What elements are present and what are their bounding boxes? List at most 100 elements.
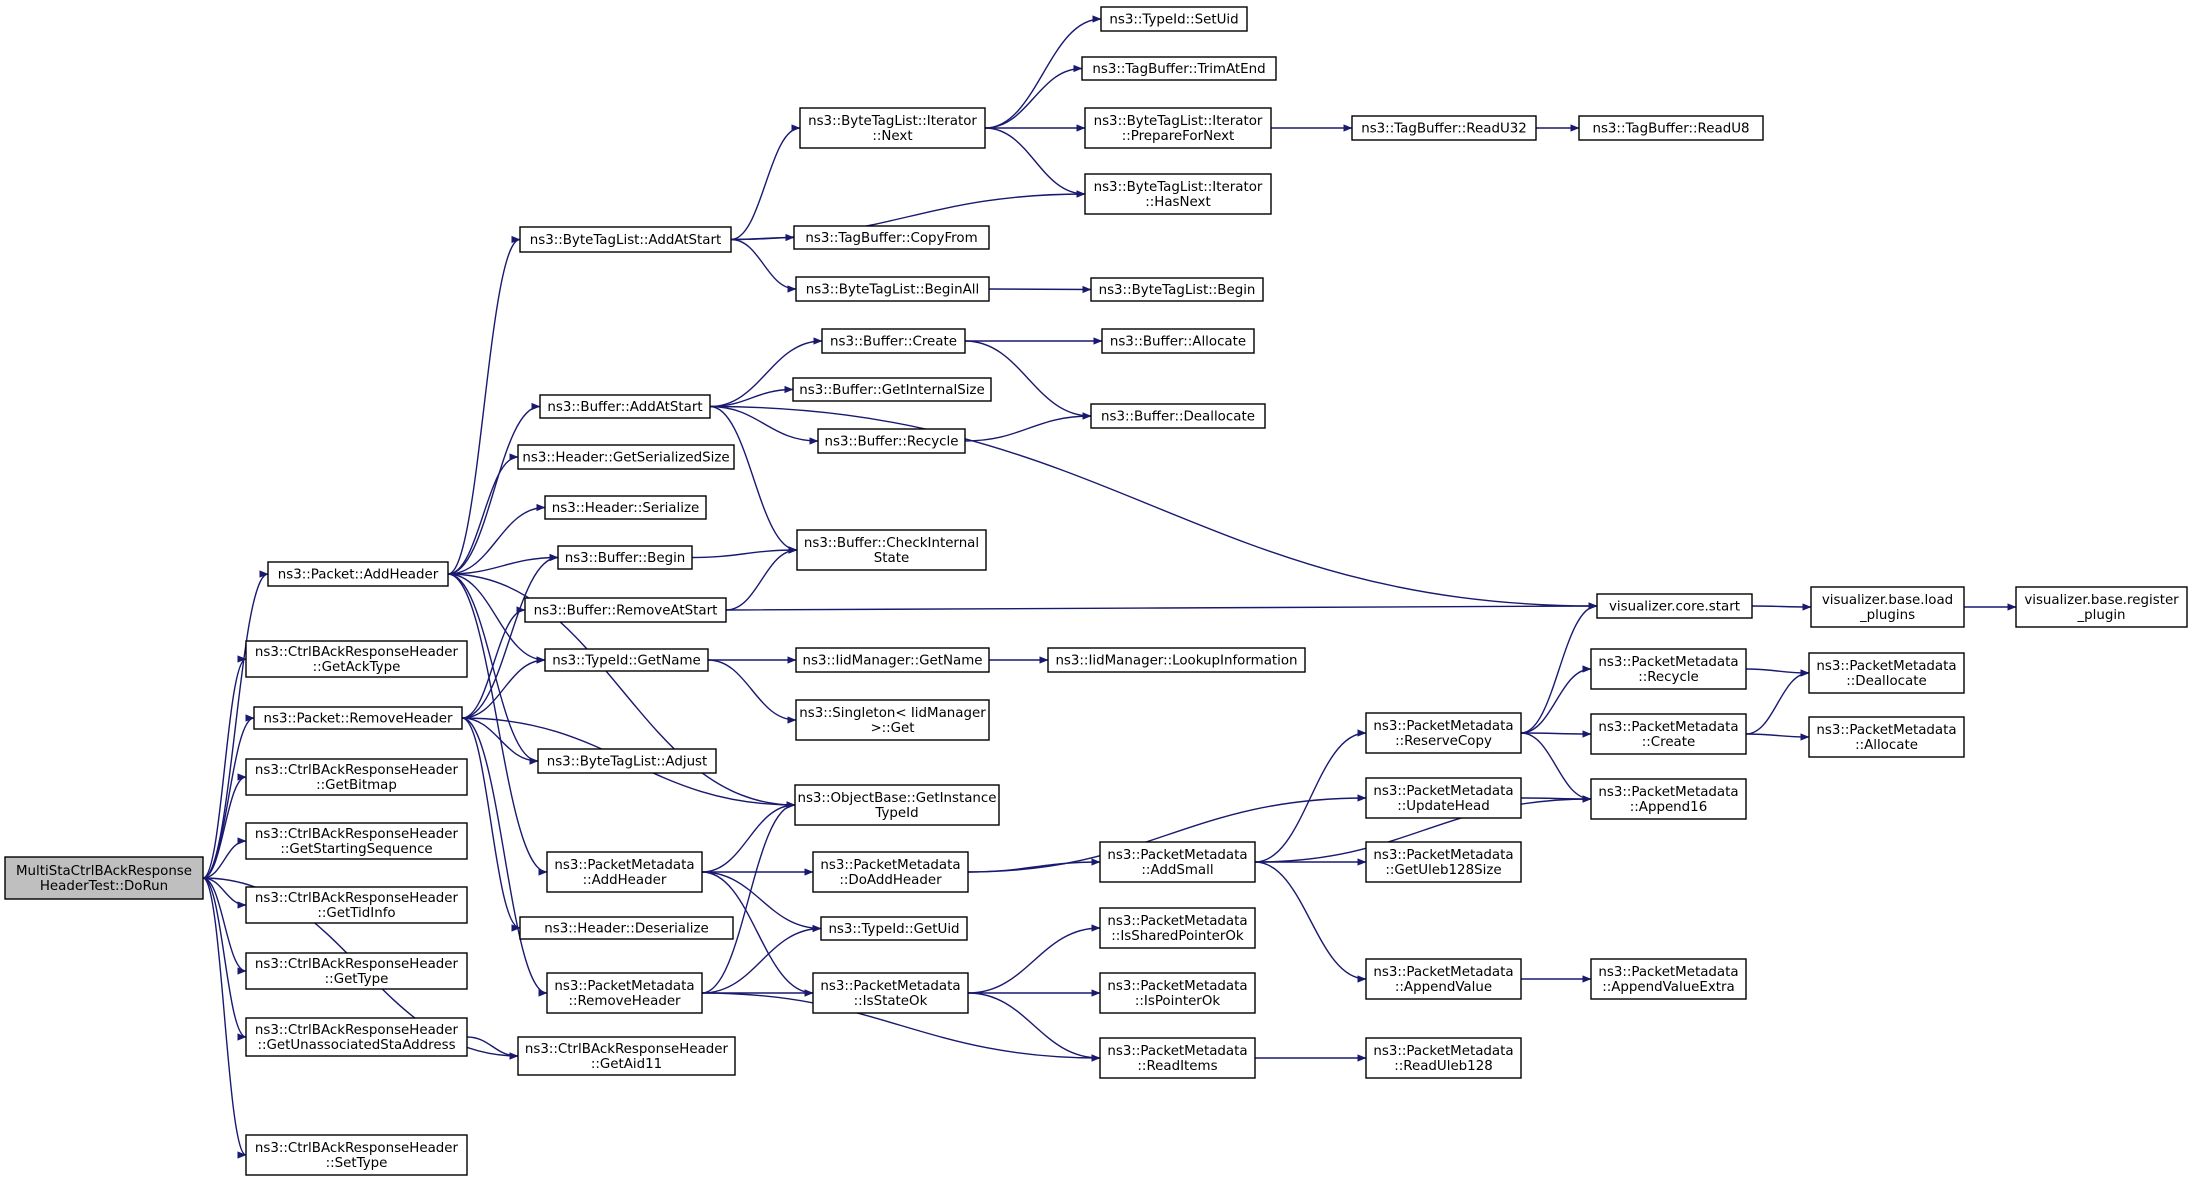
node-box[interactable] (1590, 648, 1747, 690)
node-tb-readu8[interactable]: ns3::TagBuffer::ReadU8 (1578, 115, 1764, 141)
node-box[interactable] (1090, 403, 1266, 429)
node-box[interactable] (245, 758, 468, 796)
node-box[interactable] (1100, 6, 1248, 32)
node-buf-getinternalsize[interactable]: ns3::Buffer::GetInternalSize (792, 377, 992, 402)
node-box[interactable] (1590, 778, 1747, 820)
node-box[interactable] (1590, 958, 1747, 1000)
node-btl-adjust[interactable]: ns3::ByteTagList::Adjust (537, 748, 717, 774)
node-box[interactable] (1099, 972, 1256, 1014)
node-pm-issharedpointerok[interactable]: ns3::PacketMetadata::IsSharedPointerOk (1099, 907, 1256, 949)
node-btli-hasnext[interactable]: ns3::ByteTagList::Iterator::HasNext (1084, 173, 1272, 215)
node-box[interactable] (1596, 593, 1753, 619)
node-pm-addsmall[interactable]: ns3::PacketMetadata::AddSmall (1099, 841, 1256, 883)
node-btli-next[interactable]: ns3::ByteTagList::Iterator::Next (799, 107, 986, 149)
node-hdr-getsersize[interactable]: ns3::Header::GetSerializedSize (517, 444, 735, 470)
node-buf-create[interactable]: ns3::Buffer::Create (821, 328, 966, 354)
node-pm-create[interactable]: ns3::PacketMetadata::Create (1590, 713, 1747, 755)
node-iid-lookupinfo[interactable]: ns3::IidManager::LookupInformation (1047, 647, 1306, 673)
node-singleton-get[interactable]: ns3::Singleton< IidManager>::Get (795, 699, 990, 741)
node-box[interactable] (544, 495, 707, 520)
node-box[interactable] (1578, 115, 1764, 141)
node-box[interactable] (245, 1017, 468, 1057)
node-box[interactable] (267, 561, 449, 587)
node-box[interactable] (1047, 647, 1306, 673)
node-box[interactable] (1099, 907, 1256, 949)
node-pm-readitems[interactable]: ns3::PacketMetadata::ReadItems (1099, 1037, 1256, 1079)
node-box[interactable] (794, 784, 1000, 826)
node-pm-updatehead[interactable]: ns3::PacketMetadata::UpdateHead (1365, 777, 1522, 819)
node-pm-deallocate[interactable]: ns3::PacketMetadata::Deallocate (1808, 652, 1965, 694)
node-pm-append16[interactable]: ns3::PacketMetadata::Append16 (1590, 778, 1747, 820)
node-settype[interactable]: ns3::CtrlBAckResponseHeader::SetType (245, 1134, 468, 1176)
node-box[interactable] (253, 706, 463, 730)
node-buf-recycle[interactable]: ns3::Buffer::Recycle (817, 428, 966, 454)
node-pm-removeheader[interactable]: ns3::PacketMetadata::RemoveHeader (546, 972, 703, 1014)
node-box[interactable] (795, 276, 990, 302)
node-box[interactable] (821, 328, 966, 354)
node-pkt-addheader[interactable]: ns3::Packet::AddHeader (267, 561, 449, 587)
node-box[interactable] (546, 972, 703, 1014)
node-box[interactable] (2015, 586, 2188, 628)
node-box[interactable] (792, 377, 992, 402)
node-box[interactable] (245, 952, 468, 990)
node-btl-begin[interactable]: ns3::ByteTagList::Begin (1090, 277, 1264, 302)
node-box[interactable] (812, 851, 969, 893)
node-box[interactable] (245, 886, 468, 924)
node-box[interactable] (245, 1134, 468, 1176)
node-getacktype[interactable]: ns3::CtrlBAckResponseHeader::GetAckType (245, 640, 468, 678)
node-box[interactable] (519, 916, 734, 940)
node-pm-getuleb128size[interactable]: ns3::PacketMetadata::GetUleb128Size (1365, 841, 1522, 883)
node-box[interactable] (544, 648, 709, 672)
node-box[interactable] (1365, 1037, 1522, 1079)
node-typeid-getname[interactable]: ns3::TypeId::GetName (544, 648, 709, 672)
node-box[interactable] (1590, 713, 1747, 755)
node-box[interactable] (817, 428, 966, 454)
node-buf-begin[interactable]: ns3::Buffer::Begin (557, 545, 693, 570)
node-box[interactable] (1101, 328, 1255, 354)
node-box[interactable] (799, 107, 986, 149)
node-pm-recycle[interactable]: ns3::PacketMetadata::Recycle (1590, 648, 1747, 690)
node-box[interactable] (245, 822, 468, 860)
node-box[interactable] (557, 545, 693, 570)
node-box[interactable] (1351, 115, 1537, 141)
node-box[interactable] (1081, 56, 1277, 81)
node-buf-removeatstart[interactable]: ns3::Buffer::RemoveAtStart (524, 597, 727, 623)
node-box[interactable] (546, 851, 703, 893)
node-box[interactable] (245, 640, 468, 678)
node-root[interactable]: MultiStaCtrlBAckResponseHeaderTest::DoRu… (4, 856, 204, 900)
node-buf-allocate[interactable]: ns3::Buffer::Allocate (1101, 328, 1255, 354)
node-box[interactable] (1090, 277, 1264, 302)
node-box[interactable] (1365, 712, 1522, 754)
node-hdr-deserialize[interactable]: ns3::Header::Deserialize (519, 916, 734, 940)
node-viz-base-load[interactable]: visualizer.base.load_plugins (1810, 586, 1965, 628)
node-pm-appendvalue[interactable]: ns3::PacketMetadata::AppendValue (1365, 958, 1522, 1000)
node-box[interactable] (820, 916, 968, 941)
node-box[interactable] (1365, 958, 1522, 1000)
node-box[interactable] (1084, 173, 1272, 215)
node-box[interactable] (812, 972, 969, 1014)
node-box[interactable] (4, 856, 204, 900)
node-pm-allocate[interactable]: ns3::PacketMetadata::Allocate (1808, 716, 1965, 758)
node-box[interactable] (793, 225, 990, 250)
node-box[interactable] (795, 699, 990, 741)
node-buf-deallocate[interactable]: ns3::Buffer::Deallocate (1090, 403, 1266, 429)
node-btl-addatstart[interactable]: ns3::ByteTagList::AddAtStart (519, 226, 732, 253)
node-box[interactable] (539, 394, 711, 419)
node-box[interactable] (519, 226, 732, 253)
node-tb-trimatend[interactable]: ns3::TagBuffer::TrimAtEnd (1081, 56, 1277, 81)
node-typeid-getuid[interactable]: ns3::TypeId::GetUid (820, 916, 968, 941)
node-tb-readu32[interactable]: ns3::TagBuffer::ReadU32 (1351, 115, 1537, 141)
node-buf-addatstart[interactable]: ns3::Buffer::AddAtStart (539, 394, 711, 419)
node-getbitmap[interactable]: ns3::CtrlBAckResponseHeader::GetBitmap (245, 758, 468, 796)
node-viz-base-register[interactable]: visualizer.base.register_plugin (2015, 586, 2188, 628)
node-box[interactable] (1808, 716, 1965, 758)
node-getunassoc[interactable]: ns3::CtrlBAckResponseHeader::GetUnassoci… (245, 1017, 468, 1057)
node-pm-isstateok[interactable]: ns3::PacketMetadata::IsStateOk (812, 972, 969, 1014)
node-box[interactable] (524, 597, 727, 623)
node-box[interactable] (517, 1036, 736, 1076)
node-box[interactable] (1365, 777, 1522, 819)
node-box[interactable] (1099, 841, 1256, 883)
node-pkt-removeheader[interactable]: ns3::Packet::RemoveHeader (253, 706, 463, 730)
node-gettidinfo[interactable]: ns3::CtrlBAckResponseHeader::GetTidInfo (245, 886, 468, 924)
